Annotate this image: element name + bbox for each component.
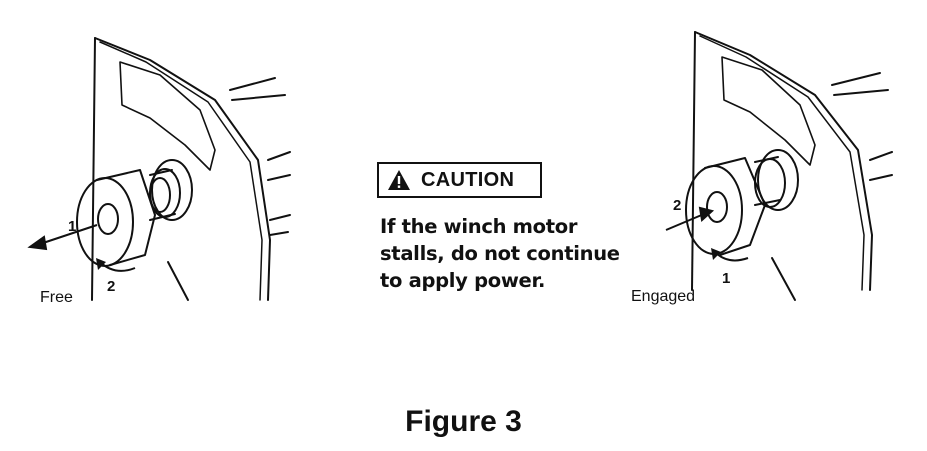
caution-header: CAUTION	[377, 162, 542, 198]
free-state-label: Free	[40, 289, 73, 306]
caution-line: to apply power.	[380, 269, 546, 292]
engaged-state-label: Engaged	[631, 288, 696, 305]
winch-clutch-engaged-icon	[665, 31, 893, 301]
caution-line: stalls, do not continue	[380, 242, 620, 265]
step-1-pull-label: 1	[68, 218, 77, 235]
warning-triangle-icon	[388, 170, 410, 190]
winch-clutch-free-icon	[27, 37, 291, 301]
caution-line: If the winch motor	[380, 215, 578, 238]
engaged-position-illustration	[600, 0, 900, 320]
free-position-illustration	[0, 0, 300, 320]
step-2-rotate-label: 2	[107, 278, 116, 295]
figure-caption: Figure 3	[405, 405, 522, 438]
caution-message: If the winch motor stalls, do not contin…	[380, 213, 620, 294]
step-1-rotate-label: 1	[722, 270, 731, 287]
step-2-push-label: 2	[673, 197, 682, 214]
caution-title: CAUTION	[421, 168, 515, 191]
